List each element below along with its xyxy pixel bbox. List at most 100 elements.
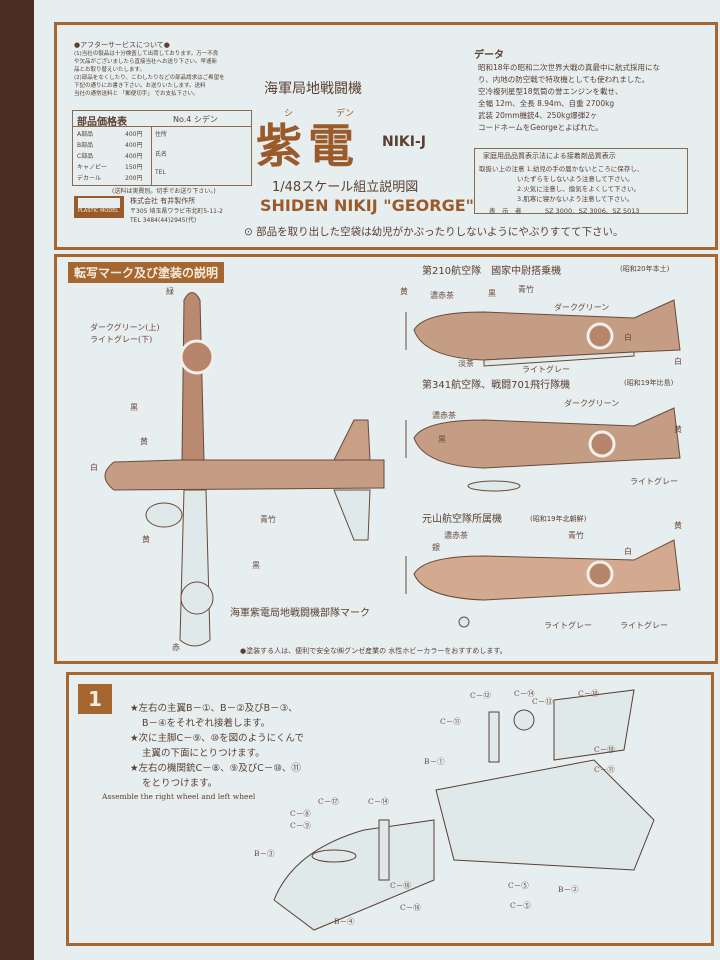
part-label: C－⑧ xyxy=(290,809,311,818)
aircraft1-note: (昭和20年本土) xyxy=(620,265,670,273)
safety-title: 家庭用品品質表示法による接着剤品質表示 xyxy=(483,152,616,160)
color-label: 白 xyxy=(624,547,632,556)
color-label: 銀 xyxy=(432,543,440,552)
part-label: C－⑩ xyxy=(594,745,615,754)
safety-footer-codes: SZ 3000、SZ 3006、SZ 5013 xyxy=(545,207,640,215)
color-label: 黄 xyxy=(142,535,150,544)
wing-marking-caption: 海軍紫電局地戦闘機部隊マーク xyxy=(230,608,370,619)
data-title: データ xyxy=(474,50,504,61)
part-label: C－⑩ xyxy=(578,689,599,698)
parts-table-title: 部品価格表 xyxy=(77,117,127,128)
color-label: ライトグレー xyxy=(630,477,678,486)
data-line: コードネームをGeorgeとよばれた。 xyxy=(478,123,603,132)
aircraft-category: 海軍局地戦闘機 xyxy=(264,81,362,97)
product-title: 紫電 xyxy=(256,119,360,173)
color-label: ライトグレー xyxy=(544,621,592,630)
color-label: ダークグリーン xyxy=(554,303,610,312)
furigana-shi: シ xyxy=(284,109,294,119)
parts-row-name: C部品 xyxy=(77,153,94,160)
aircraft3-title: 元山航空隊所属機 xyxy=(422,514,502,525)
top-view-aircraft xyxy=(104,292,385,647)
side-view-aircraft-3 xyxy=(405,539,681,628)
color-label: ライトグレー xyxy=(620,621,668,630)
after-service-line: 品とお取り替えいたします。 xyxy=(74,67,145,73)
parts-row-name: デカール xyxy=(77,175,102,182)
aircraft2-title: 第341航空隊、戦闘701飛行隊機 xyxy=(422,380,571,391)
paint-note: ●塗装する人は、便利で安全な㈱グンゼ産業の 水性ホビーカラーをおすすめします。 xyxy=(240,647,507,655)
parts-row-price: 200円 xyxy=(125,175,143,182)
parts-row-price: 400円 xyxy=(125,153,143,160)
color-label: 青竹 xyxy=(260,515,276,524)
part-label: B－④ xyxy=(334,917,355,926)
color-label: 濃赤茶 xyxy=(430,291,454,300)
decal-illustrations xyxy=(104,292,681,931)
color-label: 青竹 xyxy=(518,285,534,294)
color-label: 赤 xyxy=(172,643,180,652)
part-label: C－⑪ xyxy=(440,717,461,726)
address-label: 住所 xyxy=(155,131,168,138)
decal-frame xyxy=(54,254,718,664)
color-label: ライトグレー xyxy=(522,365,570,374)
adhesive-safety-box: 家庭用品品質表示法による接着剤品質表示 取扱い上の注意 1.幼児の手の届かないと… xyxy=(474,148,688,215)
part-label: B－② xyxy=(558,885,579,894)
after-service-title: ●アフターサービスについて● xyxy=(74,41,170,49)
instruction-sheet: ●アフターサービスについて● (1)当社の製品は十分検査して出荷しております。万… xyxy=(34,0,720,960)
part-label: C－⑭ xyxy=(514,689,535,698)
parts-row-price: 400円 xyxy=(125,131,143,138)
color-label: ダークグリーン(上) xyxy=(90,323,160,332)
parts-table-no: No.4 シデン xyxy=(173,115,218,124)
after-service-notice: ●アフターサービスについて● (1)当社の製品は十分検査して出荷しております。万… xyxy=(74,40,254,98)
company-address: 〒305 埼玉県ワラビ市北町5-11-2 xyxy=(130,208,223,215)
english-title: SHIDEN NIKIJ "GEORGE" xyxy=(260,196,474,215)
after-service-line: (1)当社の製品は十分検査して出荷しております。万一不良 xyxy=(74,51,219,57)
step1-english-note: Assemble the right wheel and left wheel xyxy=(102,792,256,801)
color-label: 白 xyxy=(90,463,98,472)
part-label: B－① xyxy=(424,757,445,766)
parts-row-price: 400円 xyxy=(125,142,143,149)
step1-frame xyxy=(66,672,714,946)
data-line: 空冷複列星型18気筒の誉エンジンを載せ、 xyxy=(478,87,623,96)
color-label: 黄 xyxy=(674,521,682,530)
logo-text: PLASTIC MODEL xyxy=(78,208,119,214)
safety-line: いたずらをしないよう注意して下さい。 xyxy=(517,175,634,183)
color-label: ダークグリーン xyxy=(564,399,620,408)
color-label: 黒 xyxy=(488,289,496,298)
bag-warning: ⊙ 部品を取り出した空袋は幼児がかぶったりしないようにやぶりすてて下さい。 xyxy=(244,226,624,238)
color-label: 白 xyxy=(624,333,632,342)
aircraft2-note: (昭和19年比島) xyxy=(624,379,674,387)
part-label: C－⑰ xyxy=(318,797,339,806)
parts-row-name: B部品 xyxy=(77,142,94,149)
step1-instruction-line: ★左右の主翼B－①、B－②及びB－③、 xyxy=(130,703,298,714)
part-label: C－⑯ xyxy=(390,881,411,890)
aircraft1-title: 第210航空隊 國家中尉搭乗機 xyxy=(422,266,562,277)
part-label: C－⑤ xyxy=(510,901,531,910)
part-label: B－③ xyxy=(254,849,275,858)
furigana-den: デン xyxy=(336,109,355,119)
header-frame xyxy=(54,22,718,250)
brand-logo: PLASTIC MODEL xyxy=(74,196,124,218)
after-service-line: 当社の通常送料と 「郵便切手」 でお支払下さい。 xyxy=(74,91,199,97)
color-label: 黄 xyxy=(674,425,682,434)
safety-line: 取扱い上の注意 1.幼児の手の届かないところに保存し、 xyxy=(479,165,644,173)
color-label: ライトグレー(下) xyxy=(90,335,153,344)
data-line: 昭和18年の昭和二次世界大戦の真最中に航式採用にな xyxy=(478,63,661,72)
part-label: C－⑭ xyxy=(368,797,389,806)
part-label: C－⑯ xyxy=(400,903,421,912)
color-label: 黒 xyxy=(130,403,138,412)
step1-instruction-line: B－④をそれぞれ接着します。 xyxy=(142,718,271,729)
side-view-aircraft-2 xyxy=(405,407,681,492)
part-label: C－⑬ xyxy=(532,697,553,706)
after-service-line: 下記の通りにお書き下さい。お送りいたします。送料 xyxy=(74,83,206,89)
part-label: C－⑨ xyxy=(290,821,311,830)
after-service-lines: (1)当社の製品は十分検査して出荷しております。万一不良や欠品がございましたら直… xyxy=(74,50,254,98)
step1-instruction-line: をとりつけます。 xyxy=(142,778,218,789)
color-label: 黄 xyxy=(400,287,408,296)
after-service-line: (2)部品をなくしたり、こわしたりなどの部品請求はご希望を xyxy=(74,75,225,81)
color-label: 黒 xyxy=(438,435,446,444)
parts-note: (送料は実費別。切手でお送り下さい。) xyxy=(112,188,216,195)
address-label: TEL xyxy=(155,169,166,176)
parts-row-price: 150円 xyxy=(125,164,143,171)
step1-assembly-drawing xyxy=(273,689,655,931)
data-line: 武装 20mm機銃4、250kg爆弾2ヶ xyxy=(478,111,598,120)
